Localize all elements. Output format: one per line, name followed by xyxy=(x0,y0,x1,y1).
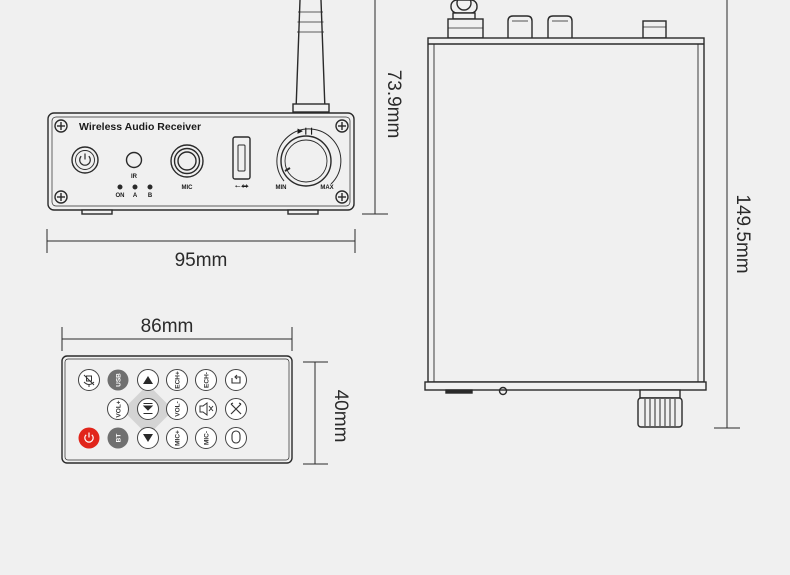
remote-width-label: 86mm xyxy=(141,316,194,337)
svg-text:VOL-: VOL- xyxy=(175,401,182,417)
remote-ech-minus-button: ECH- xyxy=(195,369,217,391)
screw-icon xyxy=(335,119,349,133)
side-volume-knob xyxy=(637,389,683,428)
led-on xyxy=(117,184,123,190)
max-label: MAX xyxy=(320,185,333,191)
remote-play-pause-button xyxy=(137,398,159,420)
remote-vol-plus-button: VOL+ xyxy=(107,398,129,420)
antenna xyxy=(295,0,326,111)
remote-height-label: 40mm xyxy=(330,390,351,443)
mic-jack xyxy=(170,144,204,178)
remote-usb-button: USB xyxy=(107,369,129,391)
remote-mic-minus-button: MIC- xyxy=(195,427,217,449)
foot-left xyxy=(81,209,113,215)
side-depth-label: 149.5mm xyxy=(732,194,753,273)
screw-icon xyxy=(54,190,68,204)
play-pause-icon: ▶❙❙ xyxy=(297,127,314,135)
arrow-up-icon xyxy=(143,376,153,384)
speaker-mute-icon xyxy=(199,402,214,416)
led-on-label: ON xyxy=(116,193,125,199)
remote-mic-plus-button: MIC+ xyxy=(166,427,188,449)
usb-port xyxy=(232,136,251,180)
foot-right xyxy=(287,209,319,215)
arrow-down-icon xyxy=(143,434,153,442)
play-pause-icon xyxy=(142,403,154,414)
ir-receiver xyxy=(125,151,143,169)
mic-label: MIC xyxy=(182,185,194,191)
led-a xyxy=(132,184,138,190)
ir-label: IR xyxy=(131,174,138,180)
front-dimension-lines xyxy=(46,0,388,253)
front-width-label: 95mm xyxy=(175,250,228,271)
power-icon xyxy=(84,432,94,443)
front-view xyxy=(47,0,355,215)
front-height-label: 73.9mm xyxy=(383,70,404,139)
mic-off-icon xyxy=(83,374,95,387)
svg-text:MIC-: MIC- xyxy=(204,431,211,445)
power-icon xyxy=(79,155,91,166)
loop-icon xyxy=(231,430,241,444)
base-screw xyxy=(498,386,508,396)
front-panel-body xyxy=(47,112,355,211)
rca-jack-left xyxy=(507,15,533,38)
rca-jack-right xyxy=(547,15,573,38)
repeat-icon xyxy=(231,374,241,384)
screw-icon xyxy=(54,119,68,133)
power-button xyxy=(71,146,99,174)
svg-text:BT: BT xyxy=(116,434,123,443)
front-panel-title: Wireless Audio Receiver xyxy=(79,121,201,133)
remote-ech-plus-button: ECH+ xyxy=(166,369,188,391)
remote-down-button xyxy=(137,427,159,449)
remote-dimension-lines xyxy=(61,327,328,465)
tools-icon xyxy=(230,402,242,415)
svg-text:MIC+: MIC+ xyxy=(175,430,182,446)
led-b xyxy=(147,184,153,190)
remote-bt-button: BT xyxy=(107,427,129,449)
side-view xyxy=(424,0,707,428)
dc-jack xyxy=(642,20,667,39)
screw-icon xyxy=(335,190,349,204)
volume-knob xyxy=(276,128,342,187)
antenna-connector xyxy=(447,0,484,39)
side-body xyxy=(427,37,705,383)
min-label: MIN xyxy=(276,185,287,191)
led-b-label: B xyxy=(148,193,153,199)
side-base xyxy=(424,381,707,391)
svg-text:ECH-: ECH- xyxy=(204,372,211,388)
remote-mute-button xyxy=(195,398,217,420)
remote-repeat-button xyxy=(225,369,247,391)
remote-tools-button xyxy=(225,398,247,420)
remote-up-button xyxy=(137,369,159,391)
remote-loop-button xyxy=(225,427,247,449)
svg-text:ECH+: ECH+ xyxy=(175,371,182,389)
side-dimension-line xyxy=(714,0,740,429)
remote-control: USB ECH+ ECH- VOL+ VOL- xyxy=(61,355,293,464)
remote-vol-minus-button: VOL- xyxy=(166,398,188,420)
remote-mute-mic-button xyxy=(78,369,100,391)
svg-text:USB: USB xyxy=(116,373,123,387)
usb-symbol-icon: ⭠⬌ xyxy=(235,183,250,190)
remote-power-button xyxy=(78,427,100,449)
led-a-label: A xyxy=(133,193,138,199)
svg-text:VOL+: VOL+ xyxy=(116,400,123,417)
